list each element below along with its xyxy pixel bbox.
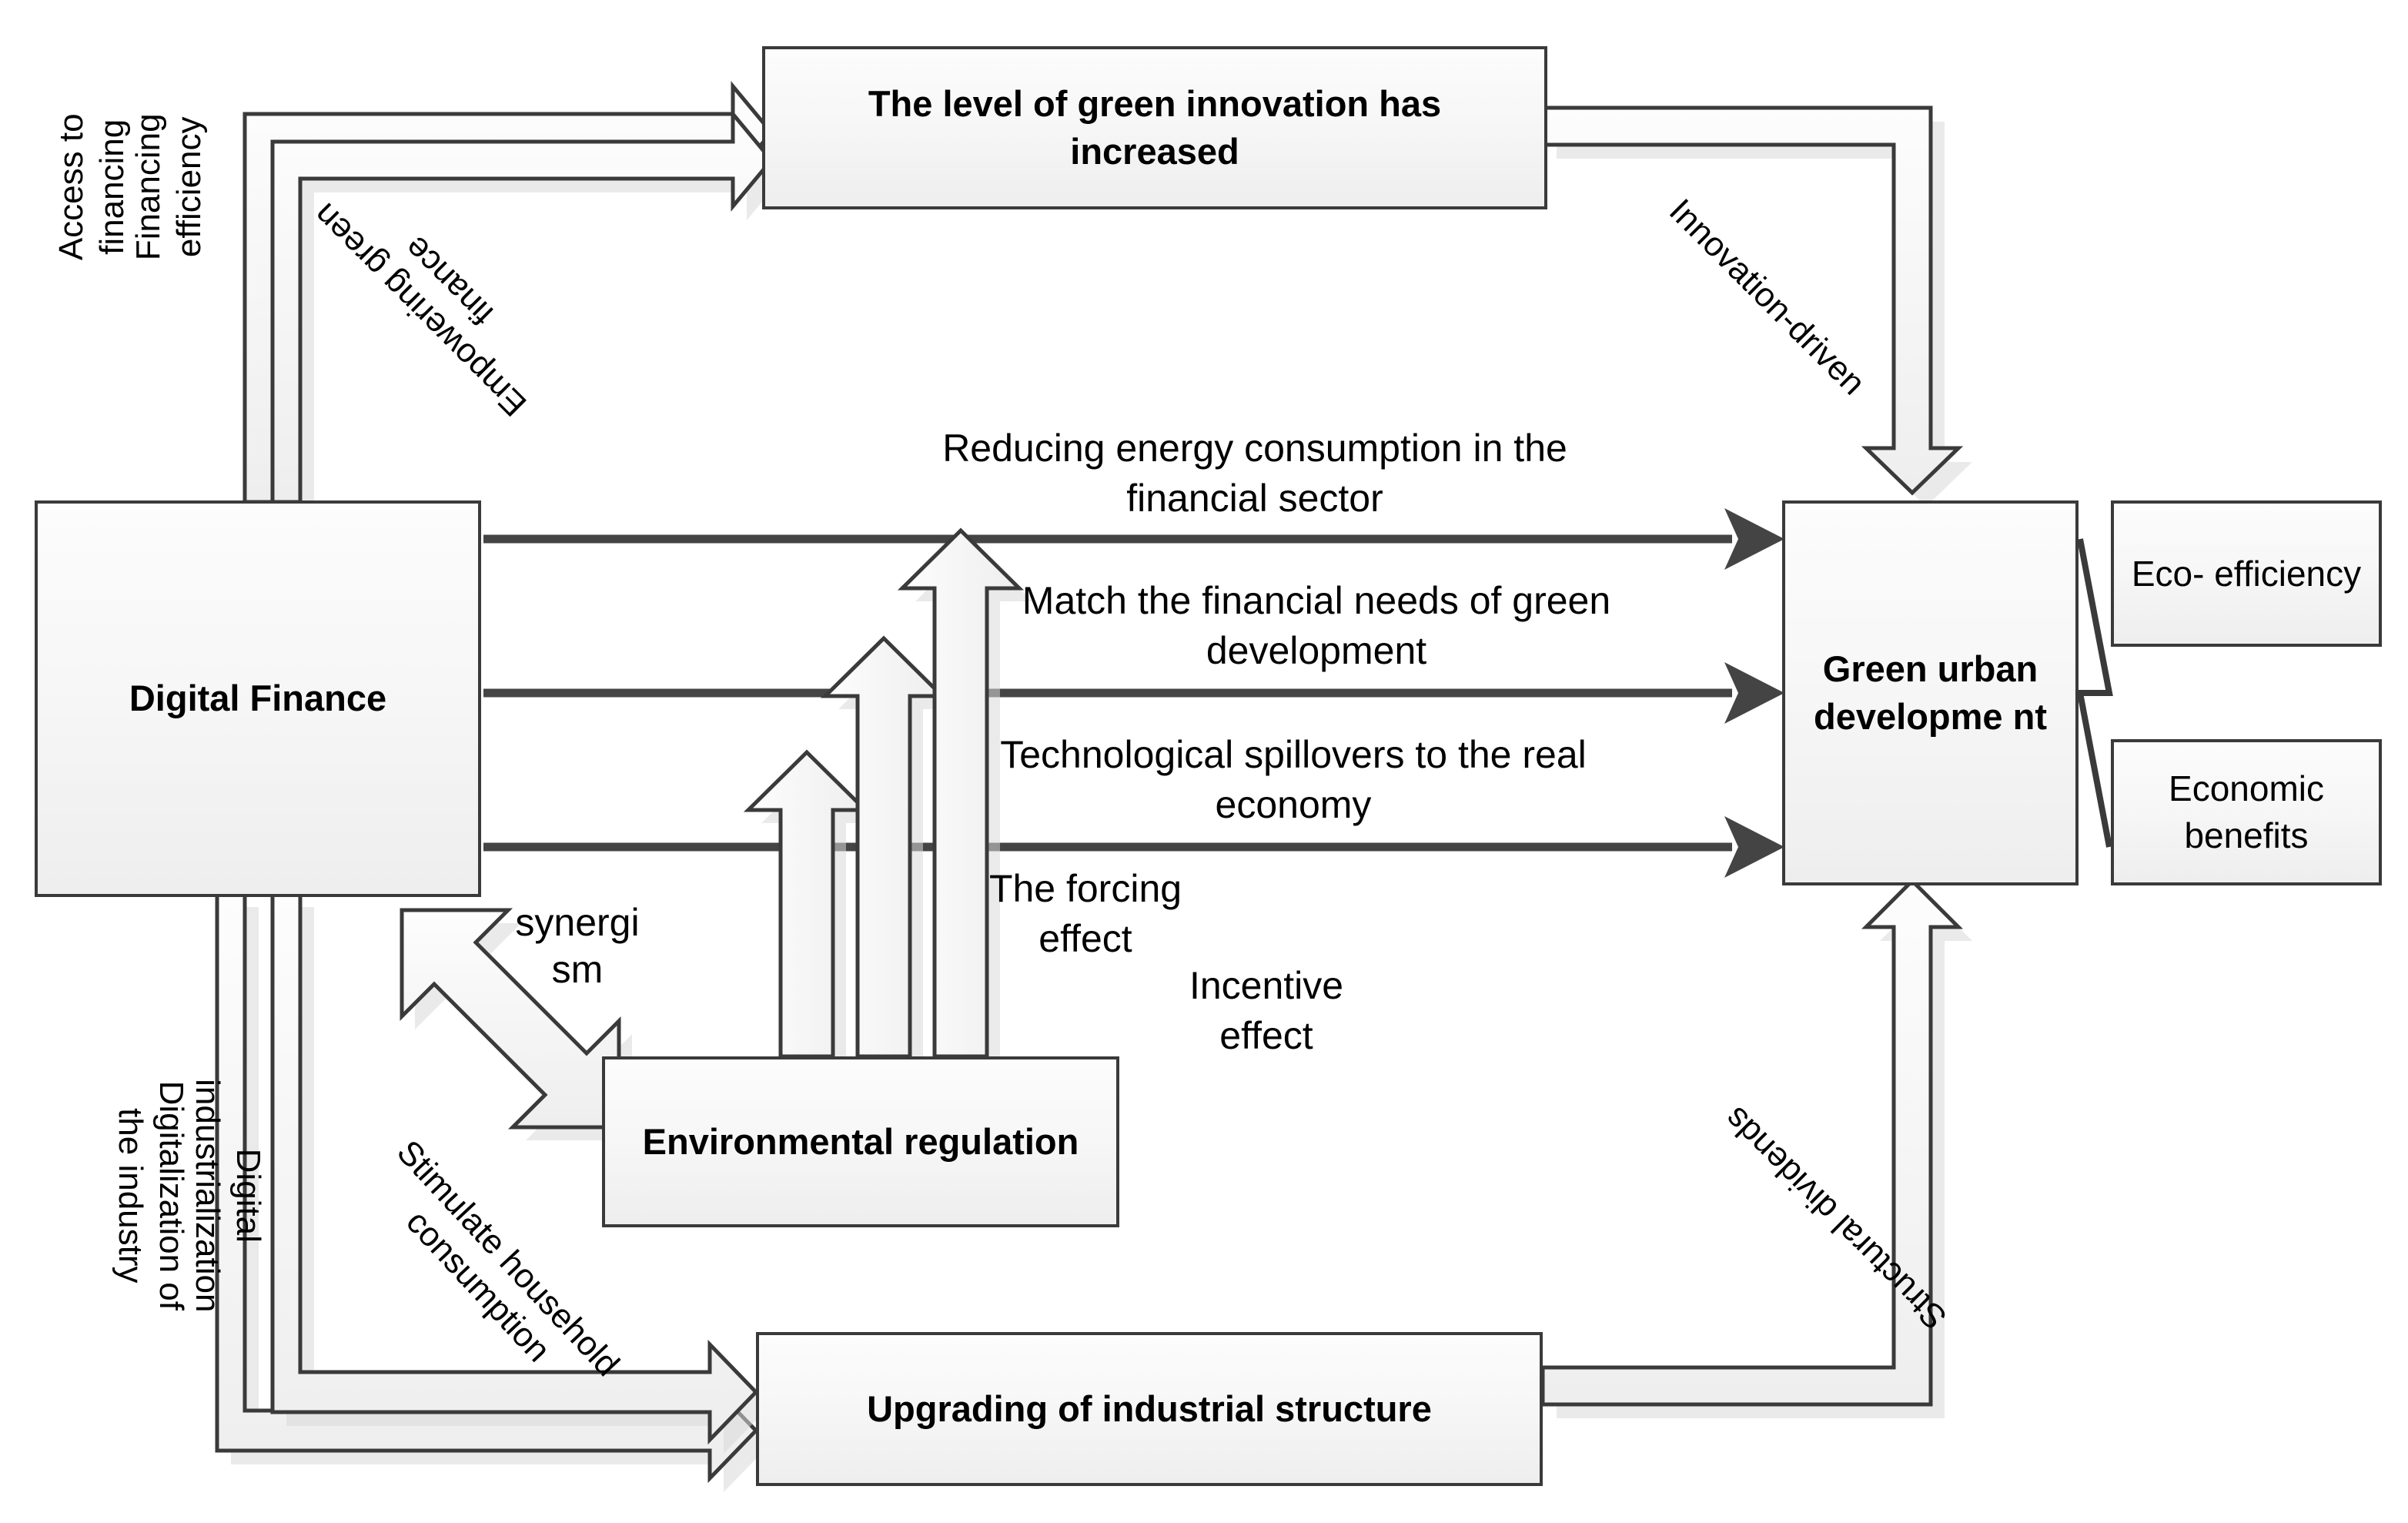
node-environmental-regulation-label: Environmental regulation	[642, 1120, 1079, 1162]
node-environmental-regulation[interactable]: Environmental regulation	[602, 1056, 1119, 1227]
node-green-urban-development[interactable]: Green urban developme nt	[1782, 500, 2079, 885]
node-digital-finance[interactable]: Digital Finance	[35, 500, 481, 897]
label-access-to-financing: Access to financing	[52, 113, 131, 261]
label-empowering-green-finance: Empowering green finance	[306, 196, 534, 424]
node-economic-benefits[interactable]: Economic benefits	[2111, 739, 2382, 885]
node-economic-benefits-label: Economic benefits	[2169, 768, 2324, 855]
edge-er-forcing-effect-short	[743, 749, 878, 1069]
node-industrial-structure[interactable]: Upgrading of industrial structure	[756, 1332, 1543, 1486]
label-financing-efficiency: Financing efficiency	[129, 113, 208, 261]
label-reducing-energy-consumption: Reducing energy consumption in the finan…	[942, 427, 1567, 520]
label-incentive-effect: Incentive effect	[1189, 964, 1344, 1057]
node-green-urban-development-label: Green urban developme nt	[1814, 648, 2047, 737]
edge-er-incentive-effect-medium	[820, 635, 955, 1069]
label-forcing-effect: The forcing effect	[988, 867, 1182, 960]
edge-outcome-bracket	[2076, 538, 2113, 848]
label-innovation-driven: Innovation-driven	[1661, 192, 1873, 403]
label-digital-industrialization: Digital industrialization	[189, 1079, 267, 1313]
label-structural-dividends: Structural dividends	[1717, 1100, 1955, 1337]
node-eco-efficiency[interactable]: Eco- efficiency	[2111, 500, 2382, 647]
label-match-financial-needs: Match the financial needs of green devel…	[1022, 579, 1611, 672]
node-green-innovation[interactable]: The level of green innovation has increa…	[762, 46, 1547, 209]
node-green-innovation-label: The level of green innovation has increa…	[868, 82, 1442, 172]
node-eco-efficiency-label: Eco- efficiency	[2131, 553, 2362, 594]
label-synergism: synergi sm	[515, 901, 640, 991]
label-digitalization-of-industry: Digitalization of the industry	[112, 1080, 190, 1310]
node-industrial-structure-label: Upgrading of industrial structure	[867, 1387, 1432, 1429]
node-digital-finance-label: Digital Finance	[129, 678, 387, 719]
label-technological-spillovers: Technological spillovers to the real eco…	[1000, 733, 1587, 826]
